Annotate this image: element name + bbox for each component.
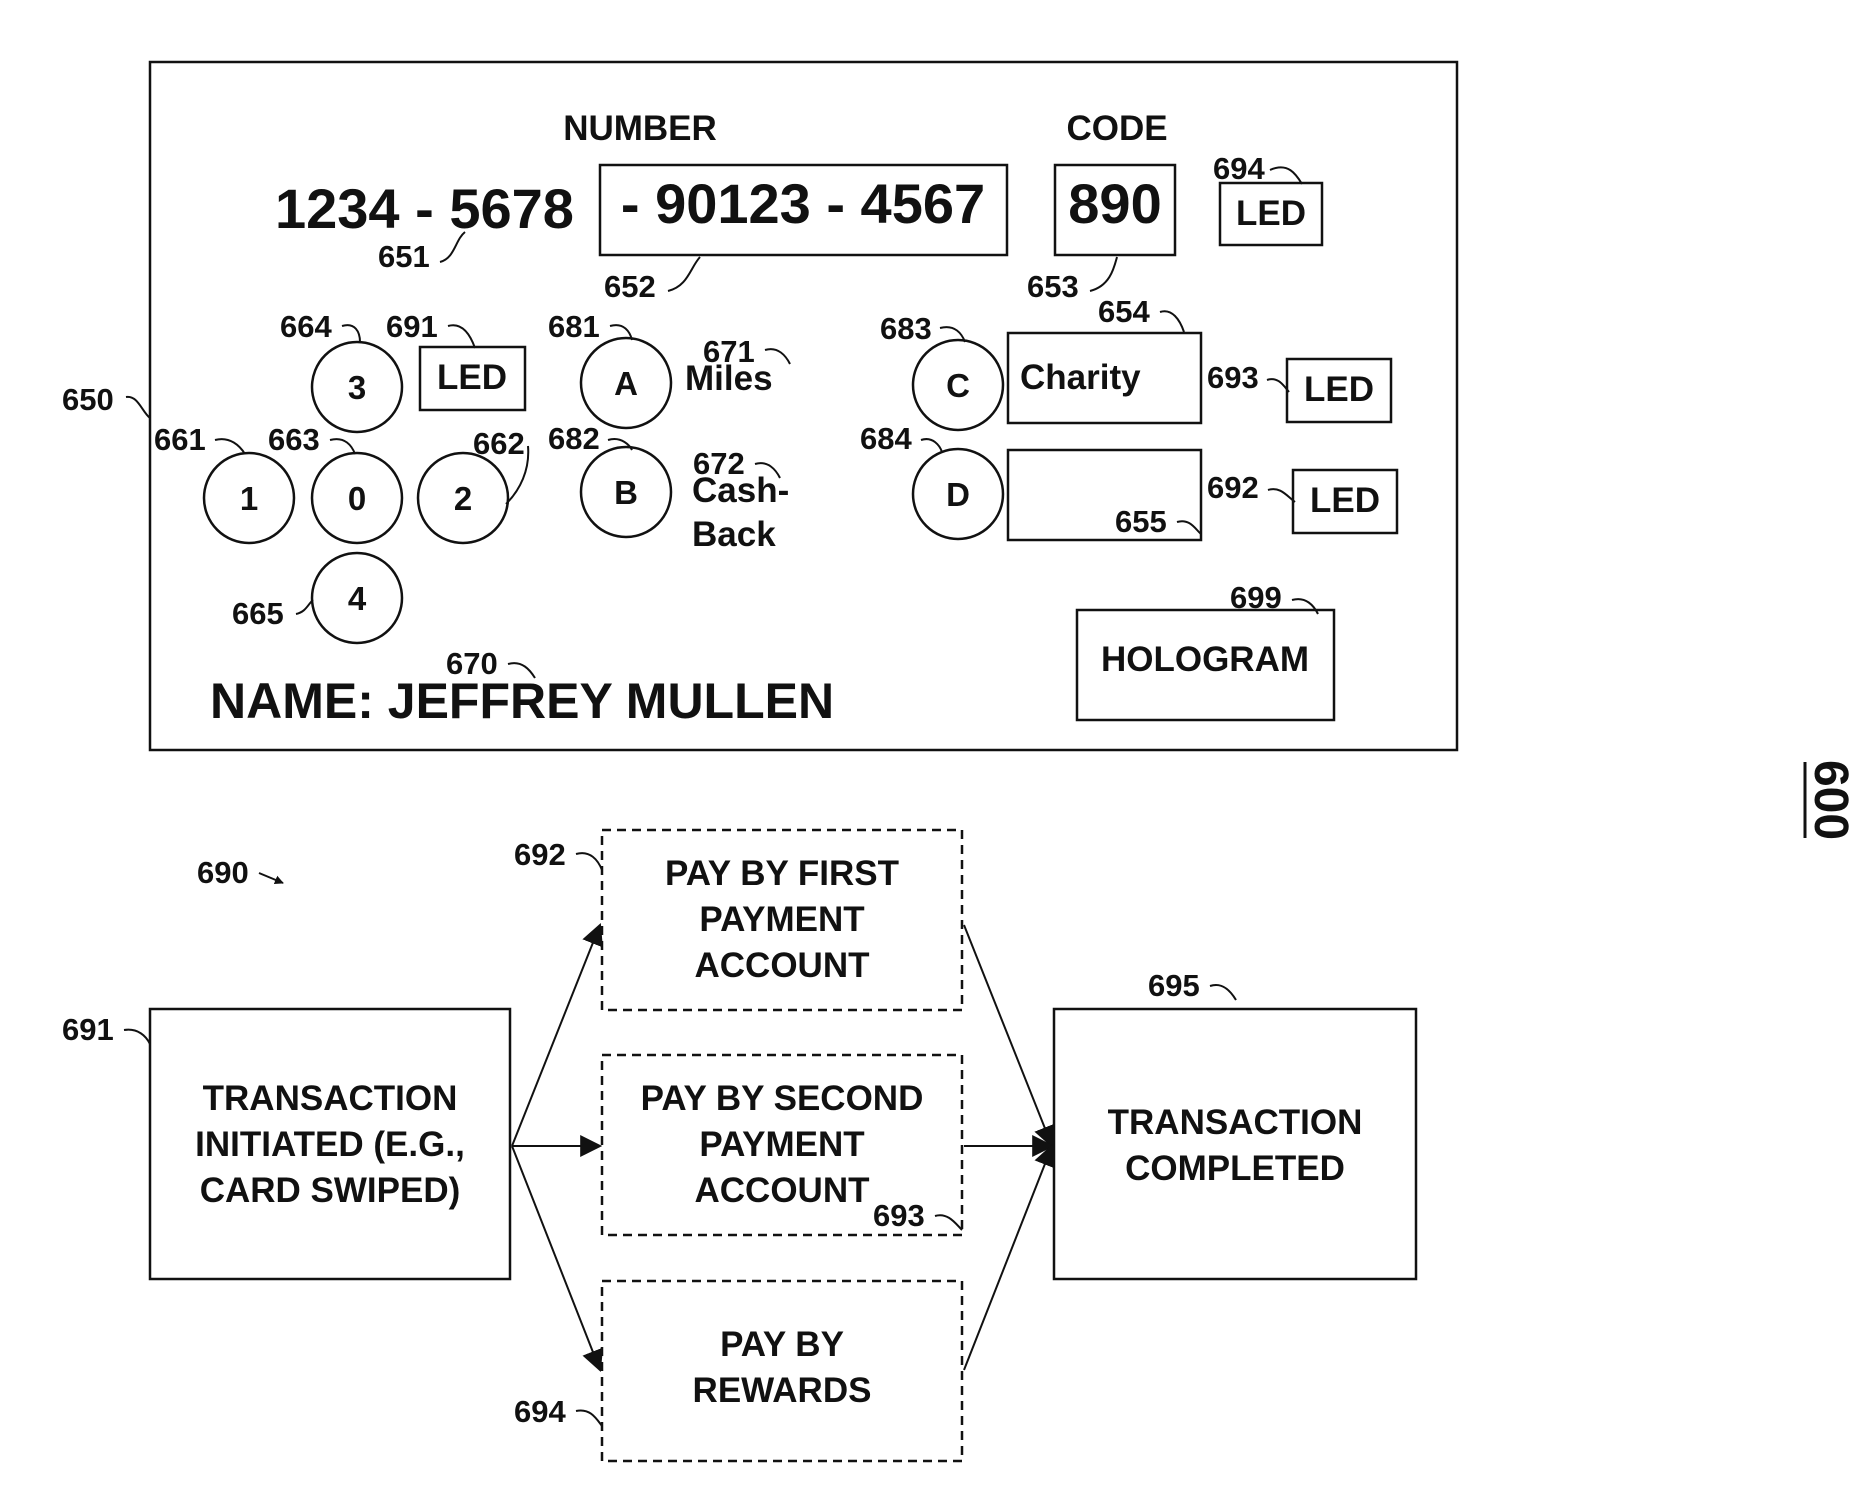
ref-671: 671 bbox=[703, 334, 755, 369]
ref-682: 682 bbox=[548, 421, 600, 456]
ref-692-card: 692 bbox=[1207, 470, 1259, 505]
transaction-initiated-line2: INITIATED (E.G., bbox=[195, 1125, 465, 1164]
leader-691-flow bbox=[124, 1030, 150, 1044]
blank-display bbox=[1008, 450, 1201, 540]
transaction-completed-line1: TRANSACTION bbox=[1108, 1103, 1363, 1142]
arrow-rewards-to-completed bbox=[964, 1146, 1052, 1370]
button-a-label: A bbox=[614, 365, 638, 402]
pay-second-account-line3: ACCOUNT bbox=[695, 1171, 870, 1210]
transaction-completed-box bbox=[1054, 1009, 1416, 1279]
ref-694-card: 694 bbox=[1213, 151, 1265, 186]
button-0-label: 0 bbox=[348, 480, 366, 517]
ref-651: 651 bbox=[378, 239, 430, 274]
figure-number-text: 600 bbox=[1804, 760, 1857, 840]
button-d-label: D bbox=[946, 476, 970, 513]
ref-683: 683 bbox=[880, 311, 932, 346]
ref-691-card: 691 bbox=[386, 309, 438, 344]
cardholder-name: NAME: JEFFREY MULLEN bbox=[210, 673, 834, 729]
arrow-start-to-rewards bbox=[512, 1146, 600, 1370]
pay-rewards-line2: REWARDS bbox=[693, 1371, 872, 1410]
card-number-dynamic: - 90123 - 4567 bbox=[621, 172, 985, 235]
transaction-initiated-line1: TRANSACTION bbox=[203, 1079, 458, 1118]
led-c-label: LED bbox=[1304, 370, 1374, 409]
ref-691-flow: 691 bbox=[62, 1012, 114, 1047]
ref-693-flow: 693 bbox=[873, 1198, 925, 1233]
code-heading: CODE bbox=[1066, 109, 1167, 148]
transaction-completed-line2: COMPLETED bbox=[1125, 1149, 1345, 1188]
ref-653: 653 bbox=[1027, 269, 1079, 304]
keypad-led-label: LED bbox=[437, 358, 507, 397]
ref-681: 681 bbox=[548, 309, 600, 344]
led-d-label: LED bbox=[1310, 481, 1380, 520]
transaction-initiated-line3: CARD SWIPED) bbox=[200, 1171, 461, 1210]
ref-655: 655 bbox=[1115, 504, 1167, 539]
ref-670: 670 bbox=[446, 646, 498, 681]
ref-690: 690 bbox=[197, 855, 249, 890]
ref-693-card: 693 bbox=[1207, 360, 1259, 395]
cashback-label-line2: Back bbox=[692, 515, 776, 554]
hologram-label: HOLOGRAM bbox=[1101, 640, 1309, 679]
pay-second-account-line2: PAYMENT bbox=[699, 1125, 864, 1164]
ref-684: 684 bbox=[860, 421, 912, 456]
pay-first-account-line3: ACCOUNT bbox=[695, 946, 870, 985]
ref-661: 661 bbox=[154, 422, 206, 457]
code-led-label: LED bbox=[1236, 194, 1306, 233]
ref-692-flow: 692 bbox=[514, 837, 566, 872]
card-number-static: 1234 - 5678 bbox=[275, 177, 574, 240]
arrow-start-to-first bbox=[512, 925, 600, 1146]
button-3-label: 3 bbox=[348, 369, 366, 406]
number-heading: NUMBER bbox=[563, 109, 717, 148]
leader-695 bbox=[1210, 985, 1236, 1000]
button-c-label: C bbox=[946, 367, 970, 404]
ref-694-flow: 694 bbox=[514, 1394, 566, 1429]
leader-692-flow bbox=[576, 853, 602, 870]
button-4-label: 4 bbox=[348, 580, 367, 617]
ref-654: 654 bbox=[1098, 294, 1150, 329]
charity-label: Charity bbox=[1020, 358, 1141, 397]
flow-690: 690 TRANSACTION INITIATED (E.G., CARD SW… bbox=[62, 830, 1416, 1461]
ref-665: 665 bbox=[232, 596, 284, 631]
pointer-690 bbox=[259, 873, 283, 883]
ref-664: 664 bbox=[280, 309, 332, 344]
leader-650 bbox=[126, 397, 150, 418]
pay-first-account-line2: PAYMENT bbox=[699, 900, 864, 939]
figure-number: 600 bbox=[1804, 760, 1857, 840]
security-code-value: 890 bbox=[1068, 172, 1161, 235]
card-650: NUMBER CODE 1234 - 5678 - 90123 - 4567 8… bbox=[62, 62, 1457, 750]
pay-second-account-line1: PAY BY SECOND bbox=[641, 1079, 924, 1118]
ref-672: 672 bbox=[693, 446, 745, 481]
ref-650: 650 bbox=[62, 382, 114, 417]
ref-699: 699 bbox=[1230, 580, 1282, 615]
button-1-label: 1 bbox=[240, 480, 258, 517]
ref-695: 695 bbox=[1148, 968, 1200, 1003]
pay-rewards-line1: PAY BY bbox=[720, 1325, 844, 1364]
arrow-first-to-completed bbox=[964, 925, 1052, 1146]
ref-662: 662 bbox=[473, 426, 525, 461]
button-2-label: 2 bbox=[454, 480, 472, 517]
leader-694-flow bbox=[576, 1410, 602, 1426]
button-b-label: B bbox=[614, 474, 638, 511]
ref-663: 663 bbox=[268, 422, 320, 457]
ref-652: 652 bbox=[604, 269, 656, 304]
pay-first-account-line1: PAY BY FIRST bbox=[665, 854, 899, 893]
